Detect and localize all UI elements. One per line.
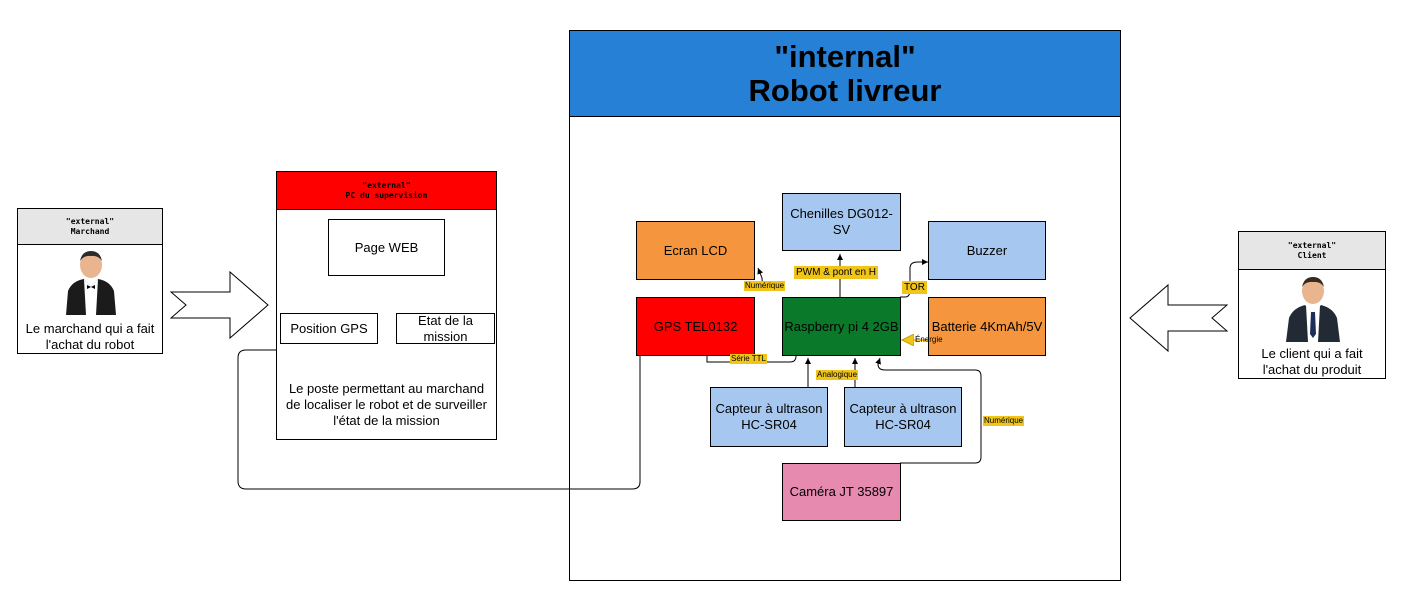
marchand-description: Le marchand qui a fait l'achat du robot [18, 321, 162, 353]
label-pwm: PWM & pont en H [794, 266, 879, 279]
pc-supervision-pane: "external" PC du supervision [276, 171, 497, 440]
marchand-actor: "external" Marchand Le marchand qui a fa… [17, 208, 163, 354]
label-analogique: Analogique [816, 370, 859, 380]
label-numerique-camera: Numérique [983, 416, 1025, 426]
page-web-box: Page WEB [328, 219, 445, 276]
batterie-box: Batterie 4KmAh/5V [928, 297, 1046, 356]
client-description: Le client qui a fait l'achat du produit [1239, 346, 1385, 378]
client-desc-line2: l'achat du produit [1262, 362, 1362, 377]
pc-name: PC du supervision [345, 190, 428, 200]
pc-desc-line1: Le poste permettant au marchand [288, 381, 485, 396]
label-serie-ttl: Série TTL [730, 354, 767, 364]
robot-header: "internal" Robot livreur [570, 31, 1120, 117]
camera-box: Caméra JT 35897 [782, 463, 901, 521]
capteur-ultrason-2-box: Capteur à ultrason HC-SR04 [844, 387, 962, 447]
robot-stereotype: "internal" [774, 38, 916, 74]
client-name: Client [1297, 250, 1327, 260]
capteur1-line2: HC-SR04 [741, 417, 797, 432]
link-gps-rpi [706, 339, 801, 363]
client-actor: "external" Client Le client qui a fait l… [1238, 231, 1386, 379]
capteur2-line1: Capteur à ultrason [849, 401, 957, 416]
raspberry-box: Raspberry pi 4 2GB [782, 297, 901, 356]
capteur-ultrason-1-box: Capteur à ultrason HC-SR04 [710, 387, 828, 447]
client-header: "external" Client [1239, 232, 1385, 270]
pc-desc-line2: de localiser le robot et de surveiller [286, 397, 487, 412]
hollow-arrow-right-icon [170, 270, 269, 340]
capteur1-line1: Capteur à ultrason [715, 401, 823, 416]
pc-description: Le poste permettant au marchand de local… [276, 381, 497, 429]
ecran-lcd-box: Ecran LCD [636, 221, 755, 280]
capteur2-line2: HC-SR04 [875, 417, 931, 432]
person-waiter-icon [66, 251, 116, 315]
robot-name: Robot livreur [748, 72, 942, 108]
marchand-header: "external" Marchand [18, 209, 162, 245]
client-desc-line1: Le client qui a fait [1261, 346, 1363, 361]
link-rpi-buzzer [900, 259, 928, 298]
marchand-desc-line1: Le marchand qui a fait [25, 321, 155, 336]
person-suit-icon [1286, 277, 1340, 342]
marchand-stereotype: "external" [65, 216, 115, 226]
label-energie: Énergie [915, 335, 943, 344]
marchand-desc-line2: l'achat du robot [45, 337, 135, 352]
robot-livreur-pane: "internal" Robot livreur [569, 30, 1121, 581]
client-stereotype: "external" [1287, 240, 1337, 250]
label-numerique-lcd: Numérique [744, 281, 786, 291]
gps-box: GPS TEL0132 [636, 297, 755, 356]
link-gps-to-pc [237, 337, 641, 490]
link-camera-rpi [875, 357, 982, 464]
label-tor: TOR [902, 281, 927, 294]
position-gps-box: Position GPS [280, 313, 378, 344]
pc-header: "external" PC du supervision [277, 172, 496, 210]
buzzer-box: Buzzer [928, 221, 1046, 280]
pc-desc-line3: l'état de la mission [333, 413, 440, 428]
marchand-name: Marchand [70, 226, 110, 236]
pc-stereotype: "external" [362, 180, 411, 190]
etat-mission-box: Etat de la mission [396, 313, 495, 344]
hollow-arrow-left-icon [1129, 283, 1228, 353]
chenilles-box: Chenilles DG012-SV [782, 193, 901, 251]
